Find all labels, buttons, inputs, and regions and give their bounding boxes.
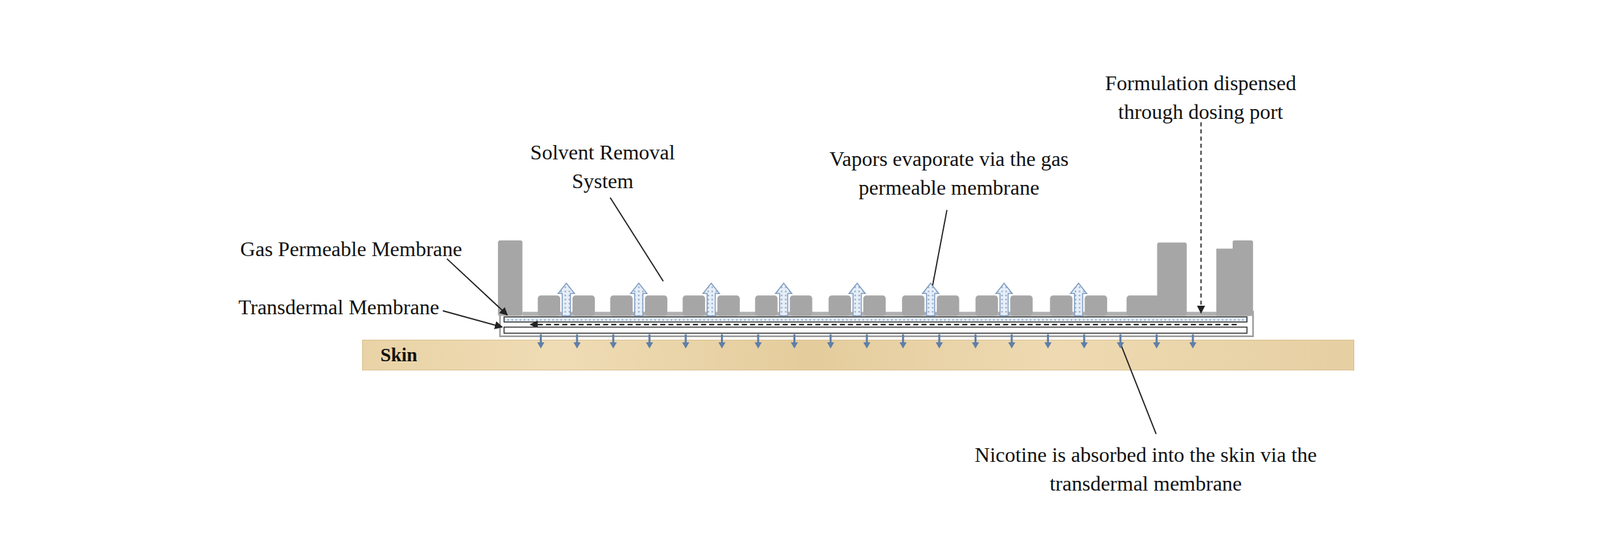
absorption-arrow <box>756 334 759 344</box>
solvent-removal-tab <box>645 295 668 316</box>
dosing-port <box>1216 249 1253 317</box>
absorption-arrow <box>1192 334 1195 344</box>
solvent-removal-label: Solvent Removal System <box>507 137 698 196</box>
vapor-arrow <box>630 283 648 317</box>
solvent-removal-tab <box>1010 295 1033 316</box>
dosing-port-label: Formulation dispensed through dosing por… <box>1075 68 1327 127</box>
absorption-arrow <box>684 334 687 344</box>
absorption-arrow <box>682 342 690 349</box>
absorption-arrow <box>645 342 653 349</box>
absorption-arrow <box>648 334 651 344</box>
absorption-arrow <box>938 334 941 344</box>
solvent-removal-tab <box>572 295 595 316</box>
absorption-arrow <box>537 342 545 349</box>
vapor-arrow <box>1070 283 1087 317</box>
absorption-arrow <box>720 334 723 344</box>
solvent-removal-tab <box>863 295 886 316</box>
absorption-arrow <box>899 342 907 349</box>
absorption-arrow <box>1007 342 1016 349</box>
absorption-arrow <box>1189 342 1197 349</box>
gas-permeable-membrane <box>503 316 1248 323</box>
absorption-arrow <box>754 342 763 349</box>
absorption-arrow <box>971 342 980 349</box>
leader-line <box>610 198 664 282</box>
absorption-arrow <box>1152 342 1161 349</box>
vapor-arrow <box>849 283 866 317</box>
absorption-arrow <box>790 342 799 349</box>
absorption-arrow <box>609 342 617 349</box>
transdermal-membrane <box>503 327 1248 334</box>
absorption-arrow <box>573 342 581 349</box>
vapor-label: Vapors evaporate via the gas permeable m… <box>818 144 1080 202</box>
solvent-removal-tab <box>610 295 633 316</box>
absorption-arrow <box>1116 342 1125 349</box>
absorption-arrow <box>1047 334 1050 344</box>
absorption-arrow <box>575 334 578 344</box>
leader-line <box>1120 343 1157 435</box>
dosing-leader <box>1200 122 1202 314</box>
patch-wall <box>498 240 523 316</box>
absorption-arrow <box>826 342 834 349</box>
solvent-removal-tab <box>828 295 851 316</box>
solvent-removal-tab <box>682 295 705 316</box>
leader-line <box>443 311 503 328</box>
solvent-removal-tab <box>789 295 812 316</box>
absorption-arrow <box>718 342 726 349</box>
solvent-removal-tab <box>975 295 999 316</box>
absorption-arrow <box>863 342 871 349</box>
vapor-arrow <box>996 283 1013 317</box>
solvent-removal-tab <box>717 295 740 316</box>
absorption-arrow <box>1044 342 1052 349</box>
skin-band: Skin <box>362 339 1355 371</box>
absorption-arrow <box>901 334 904 344</box>
absorption-arrow <box>612 334 615 344</box>
vapor-arrow <box>775 283 793 317</box>
absorption-arrow <box>539 334 542 344</box>
absorption-arrow <box>829 334 832 344</box>
absorption-arrow <box>935 342 944 349</box>
absorption-arrow <box>1155 334 1158 344</box>
vapor-arrow <box>703 283 720 317</box>
absorption-arrow <box>1083 334 1085 344</box>
absorption-arrow <box>866 334 868 344</box>
patch-wall <box>1156 242 1187 316</box>
skin-label: Skin <box>380 344 417 367</box>
absorption-arrow <box>793 334 796 344</box>
absorption-arrow <box>974 334 977 344</box>
solvent-removal-tab <box>936 295 959 316</box>
solvent-removal-tab <box>754 295 778 316</box>
leader-line <box>932 209 948 285</box>
membrane-label: Gas Permeable Membrane <box>240 234 463 264</box>
absorption-arrow <box>1010 334 1013 344</box>
solvent-removal-tab <box>537 295 561 316</box>
absorption-arrow <box>1080 342 1088 349</box>
membrane-label: Transdermal Membrane <box>238 292 440 322</box>
vapor-arrow <box>922 283 939 317</box>
solvent-removal-tab <box>1084 295 1108 316</box>
solvent-removal-tab <box>901 295 925 316</box>
leader-line <box>447 258 508 316</box>
absorption-arrow <box>1119 334 1122 344</box>
solvent-removal-tab <box>1050 295 1073 316</box>
vapor-arrow <box>558 283 575 317</box>
absorption-label: Nicotine is absorbed into the skin via t… <box>967 440 1325 499</box>
